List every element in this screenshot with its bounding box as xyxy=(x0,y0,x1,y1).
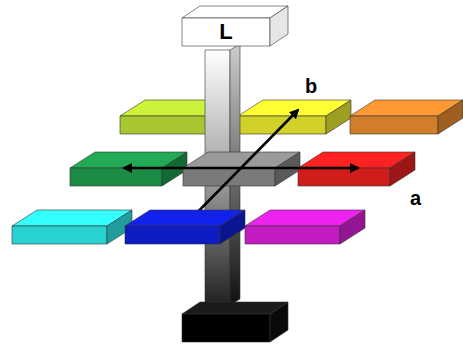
slab-side xyxy=(438,100,463,134)
slab-side xyxy=(270,6,288,46)
slab-side xyxy=(390,152,415,186)
slab-front xyxy=(125,226,220,244)
slab-side xyxy=(326,100,351,134)
axis-name: L xyxy=(219,21,232,43)
slab-front xyxy=(70,168,162,186)
slab-top xyxy=(182,6,288,18)
slab-front xyxy=(183,168,275,186)
slab-side xyxy=(340,210,365,244)
slab-side xyxy=(270,302,288,342)
slab-front xyxy=(245,226,340,244)
slab-front xyxy=(182,314,270,342)
slab-top xyxy=(182,302,288,314)
slab-front xyxy=(12,226,107,244)
axis-label: a xyxy=(410,188,421,208)
slab-side xyxy=(220,210,245,244)
axis-label: b xyxy=(305,76,317,96)
lightness-box: L xyxy=(182,18,270,46)
slab-front xyxy=(298,168,390,186)
slab-front xyxy=(182,18,270,46)
slab-front xyxy=(350,116,438,134)
slab-front xyxy=(120,116,208,134)
